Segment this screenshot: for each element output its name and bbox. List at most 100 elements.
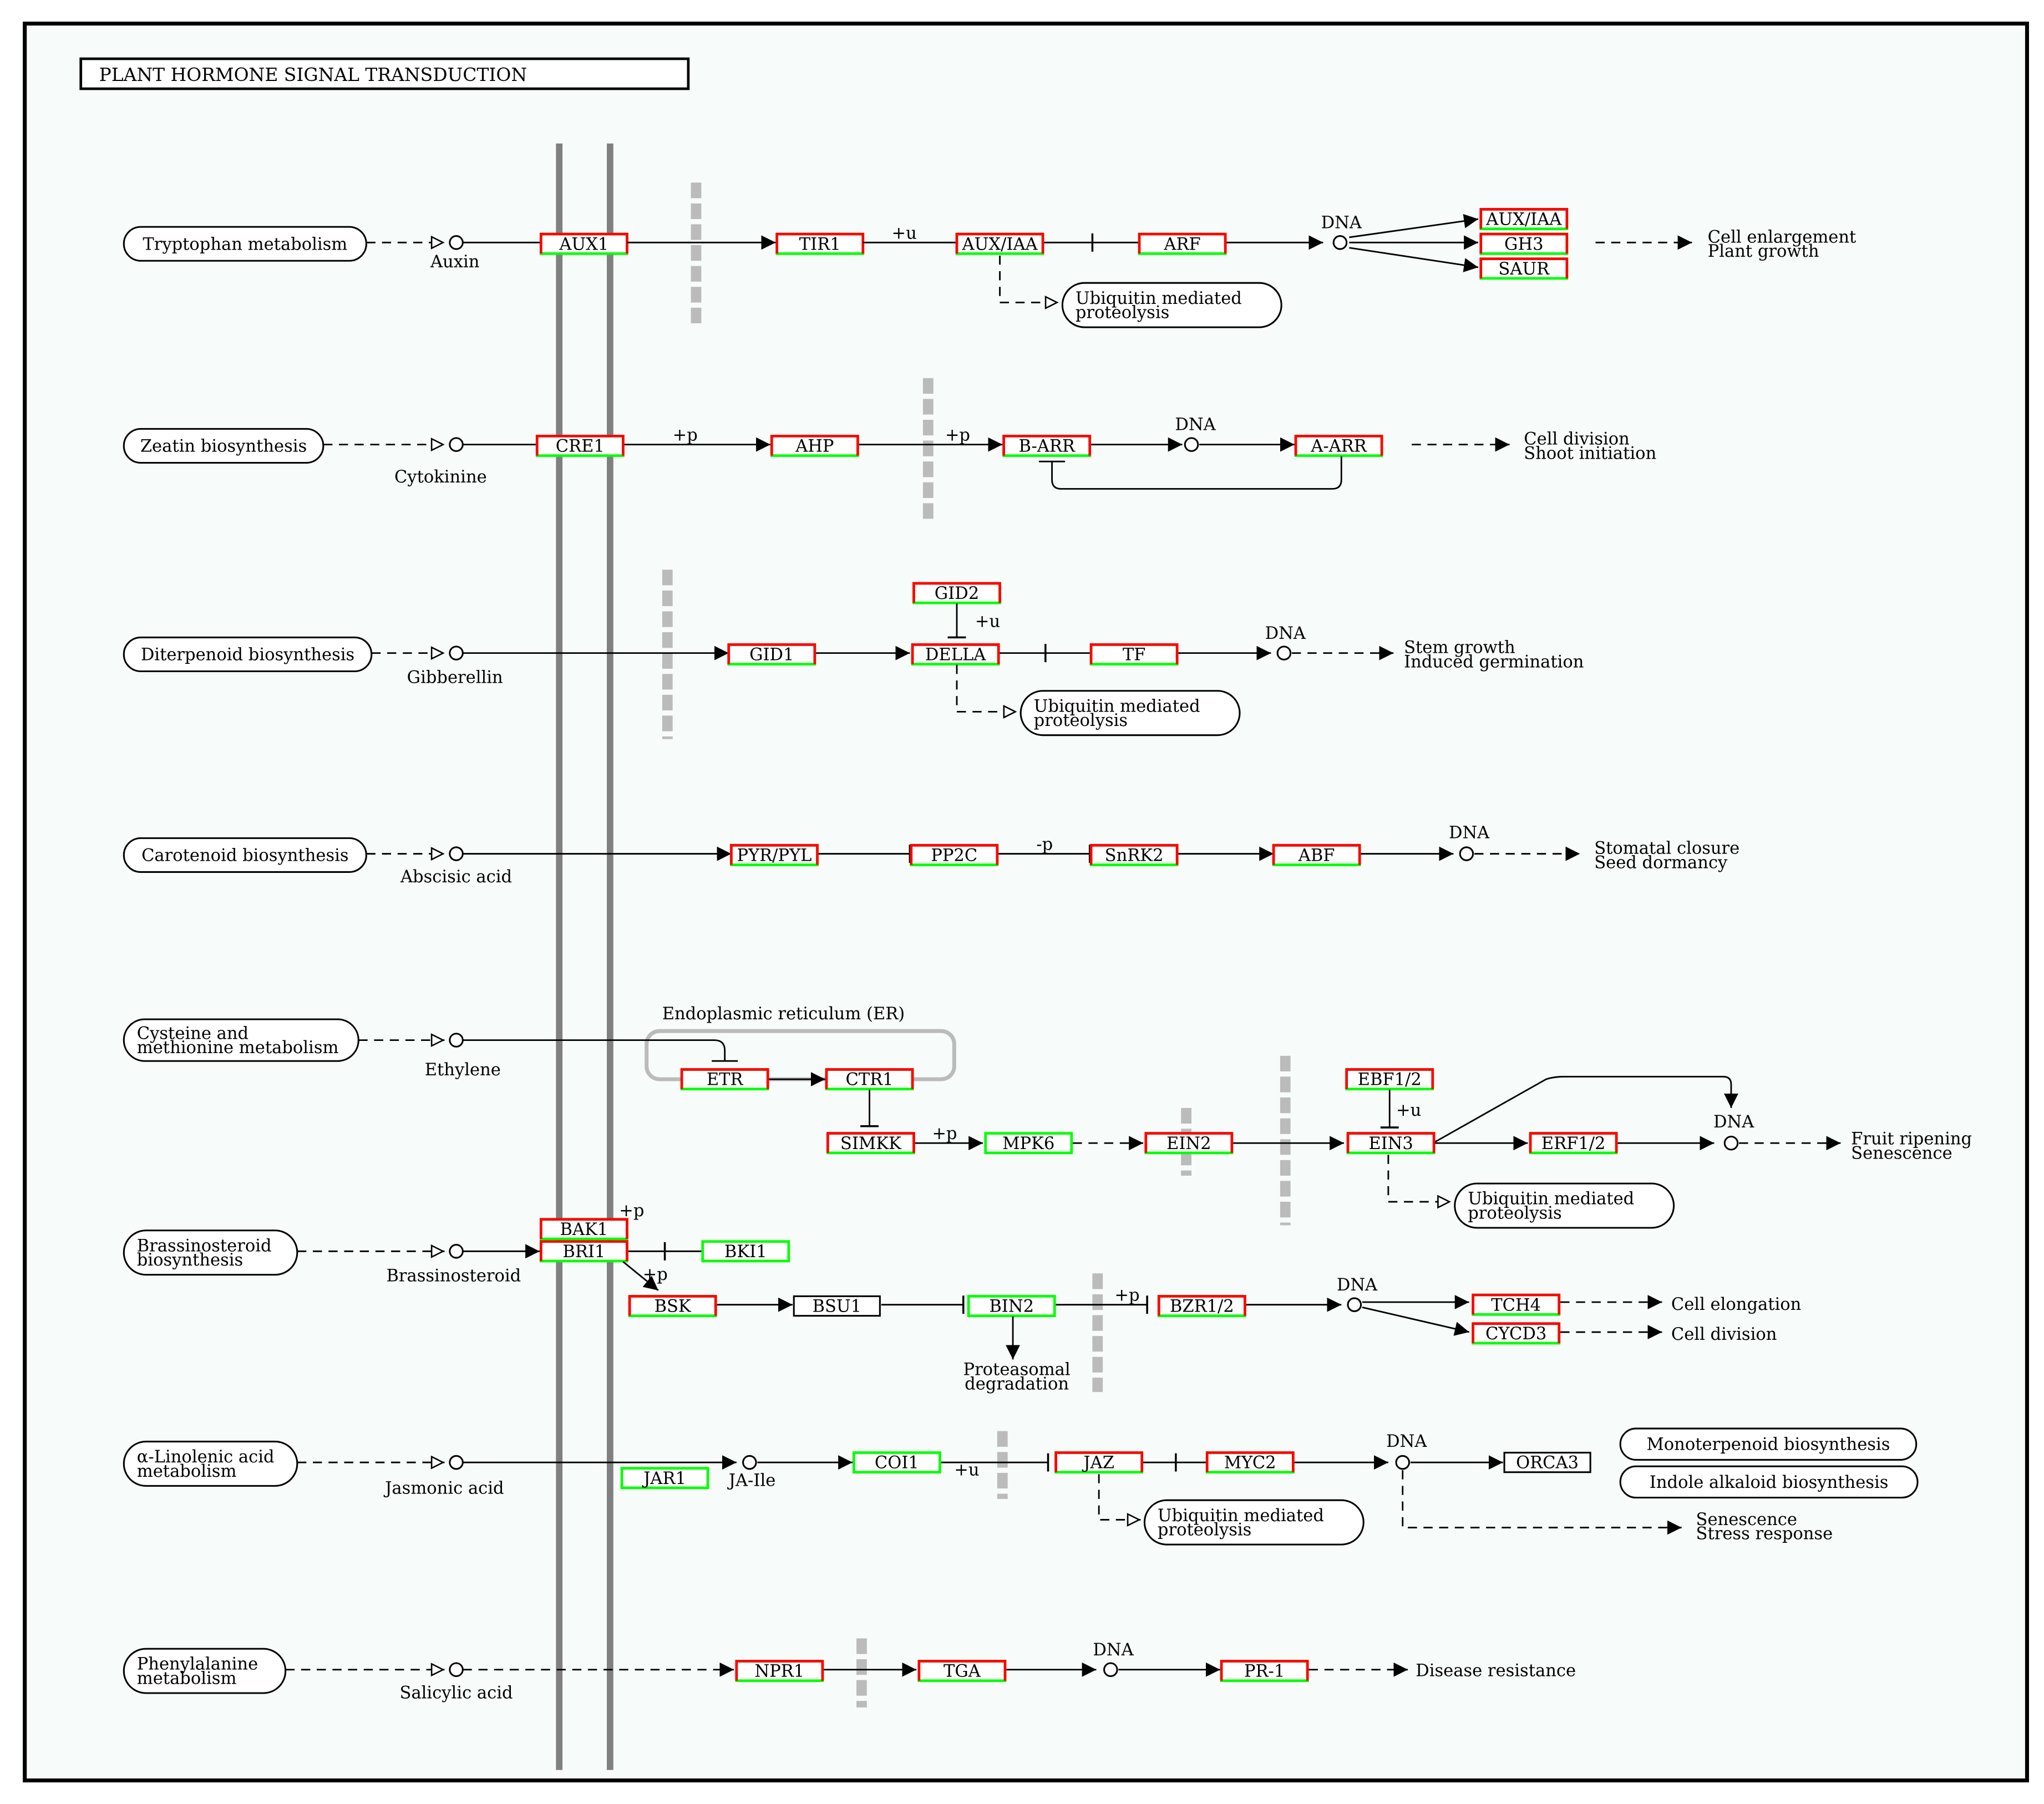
gene-erf12[interactable]: ERF1/2 (1529, 1132, 1618, 1155)
outcome-abscisic-line-1: Stomatal closure (1594, 839, 1739, 858)
gene-label: ARF (1163, 235, 1200, 254)
gene-tga[interactable]: TGA (917, 1660, 1007, 1683)
gene-mpk6[interactable]: MPK6 (984, 1132, 1073, 1155)
gene-label: MYC2 (1224, 1454, 1276, 1473)
gene-label: A-ARR (1310, 437, 1367, 456)
ja-ile-node (742, 1455, 757, 1470)
pathway-label-line-2: proteolysis (1034, 711, 1128, 730)
annotation-phosphorylation-mpk6: +p (932, 1124, 957, 1144)
gene-tf[interactable]: TF (1089, 643, 1179, 665)
relation-edge (1402, 1470, 1682, 1535)
gene-pyr[interactable]: PYR/PYL (730, 843, 819, 866)
outcome-jasmonic-line-2: Stress response (1696, 1524, 1833, 1544)
dna-label-auxin: DNA (1321, 213, 1362, 232)
gene-etr[interactable]: ETR (680, 1068, 769, 1091)
dna-label-gibberellin: DNA (1265, 624, 1306, 643)
gene-aux1[interactable]: AUX1 (539, 232, 628, 255)
gene-ein3[interactable]: EIN3 (1346, 1132, 1436, 1155)
gene-npr1[interactable]: NPR1 (735, 1660, 824, 1683)
pathway-map-carotenoid[interactable]: Carotenoid biosynthesis (123, 837, 367, 873)
gene-abf[interactable]: ABF (1272, 843, 1361, 866)
gene-bsk[interactable]: BSK (628, 1295, 717, 1318)
gene-simkk[interactable]: SIMKK (826, 1132, 915, 1155)
gene-label: BRI1 (562, 1242, 605, 1262)
gene-bri1[interactable]: BRI1 (539, 1240, 628, 1263)
gene-cycd3[interactable]: CYCD3 (1472, 1322, 1561, 1345)
pathway-label-line-2: methionine metabolism (137, 1038, 339, 1058)
gene-myc2[interactable]: MYC2 (1205, 1451, 1295, 1474)
gene-ahp[interactable]: AHP (770, 434, 859, 457)
gene-jar1[interactable]: JAR1 (620, 1467, 709, 1490)
gene-jaz[interactable]: JAZ (1054, 1451, 1144, 1474)
gene-box-border (1503, 1451, 1591, 1473)
gene-pp2c[interactable]: PP2C (910, 843, 999, 866)
gene-label: BKI1 (724, 1242, 767, 1262)
gene-bki1[interactable]: BKI1 (701, 1240, 790, 1263)
pathway-pill (123, 636, 373, 673)
pathway-map-zeatin[interactable]: Zeatin biosynthesis (123, 428, 324, 464)
outcome-cytokinin-line-2: Shoot initiation (1524, 444, 1656, 463)
gene-snrk2[interactable]: SnRK2 (1089, 843, 1179, 866)
gene-box-highlight (1479, 208, 1569, 229)
gene-coi1[interactable]: COI1 (852, 1451, 941, 1474)
diagram-title: PLANT HORMONE SIGNAL TRANSDUCTION (99, 64, 528, 85)
gene-bsu1[interactable]: BSU1 (793, 1295, 881, 1317)
gibberellin-node (449, 646, 464, 660)
gene-bin2[interactable]: BIN2 (967, 1295, 1056, 1318)
gene-bzr12[interactable]: BZR1/2 (1157, 1295, 1246, 1318)
gene-della[interactable]: DELLA (911, 643, 1000, 665)
gene-box-highlight (825, 1068, 914, 1089)
pathway-map-indole[interactable]: Indole alkaloid biosynthesis (1619, 1465, 1919, 1499)
pathway-label-line-1: Ubiquitin mediated (1076, 289, 1242, 308)
gene-barr[interactable]: B-ARR (1002, 434, 1092, 457)
gene-saur[interactable]: SAUR (1479, 257, 1569, 280)
hormone-auxin: Auxin (430, 252, 479, 272)
annotation-phosphorylation-bak1: +p (619, 1201, 644, 1221)
gene-label: BIN2 (989, 1297, 1034, 1317)
brassinosteroid-node (449, 1244, 464, 1259)
gene-bak1[interactable]: BAK1 (539, 1218, 628, 1241)
gene-auxiaa2[interactable]: AUX/IAA (1479, 208, 1569, 231)
dna-label-abscisic: DNA (1449, 823, 1490, 842)
gene-label: BZR1/2 (1170, 1297, 1234, 1317)
gene-tch4[interactable]: TCH4 (1472, 1293, 1561, 1316)
pathway-map-diterpenoid[interactable]: Diterpenoid biosynthesis (123, 636, 373, 673)
gene-label: ABF (1298, 846, 1335, 865)
gene-box-highlight (1479, 257, 1569, 278)
relation-edge (463, 1039, 726, 1061)
gene-tir1[interactable]: TIR1 (775, 232, 865, 255)
pathway-map-tryptophan[interactable]: Tryptophan metabolism (123, 226, 367, 262)
gene-ctr1[interactable]: CTR1 (825, 1068, 914, 1091)
pathway-label: Indole alkaloid biosynthesis (1650, 1473, 1889, 1492)
gene-box-border (628, 1295, 717, 1318)
annotation-ubiquitination: +u (891, 223, 916, 243)
gene-ein2[interactable]: EIN2 (1144, 1132, 1234, 1155)
gene-auxiaa[interactable]: AUX/IAA (955, 232, 1044, 255)
gene-box-border (701, 1240, 790, 1263)
gene-label: EIN3 (1368, 1134, 1413, 1153)
pathway-label-line-1: Ubiquitin mediated (1034, 697, 1200, 716)
gene-box-border (539, 232, 628, 255)
gene-ebf12[interactable]: EBF1/2 (1345, 1068, 1434, 1091)
gene-box-highlight (628, 1295, 717, 1316)
gene-cre1[interactable]: CRE1 (535, 434, 625, 457)
pathway-label: Diterpenoid biosynthesis (141, 646, 354, 665)
gene-arf[interactable]: ARF (1138, 232, 1227, 255)
gene-aarr[interactable]: A-ARR (1294, 434, 1383, 457)
gene-pr1[interactable]: PR-1 (1220, 1660, 1309, 1683)
pathway-map-monoterpenoid[interactable]: Monoterpenoid biosynthesis (1619, 1427, 1918, 1461)
gene-gh3[interactable]: GH3 (1479, 232, 1569, 255)
dna-label-ethylene: DNA (1713, 1112, 1754, 1132)
gene-gid2[interactable]: GID2 (912, 582, 1001, 604)
gene-orca3[interactable]: ORCA3 (1503, 1451, 1591, 1473)
gene-gid1[interactable]: GID1 (727, 643, 816, 665)
